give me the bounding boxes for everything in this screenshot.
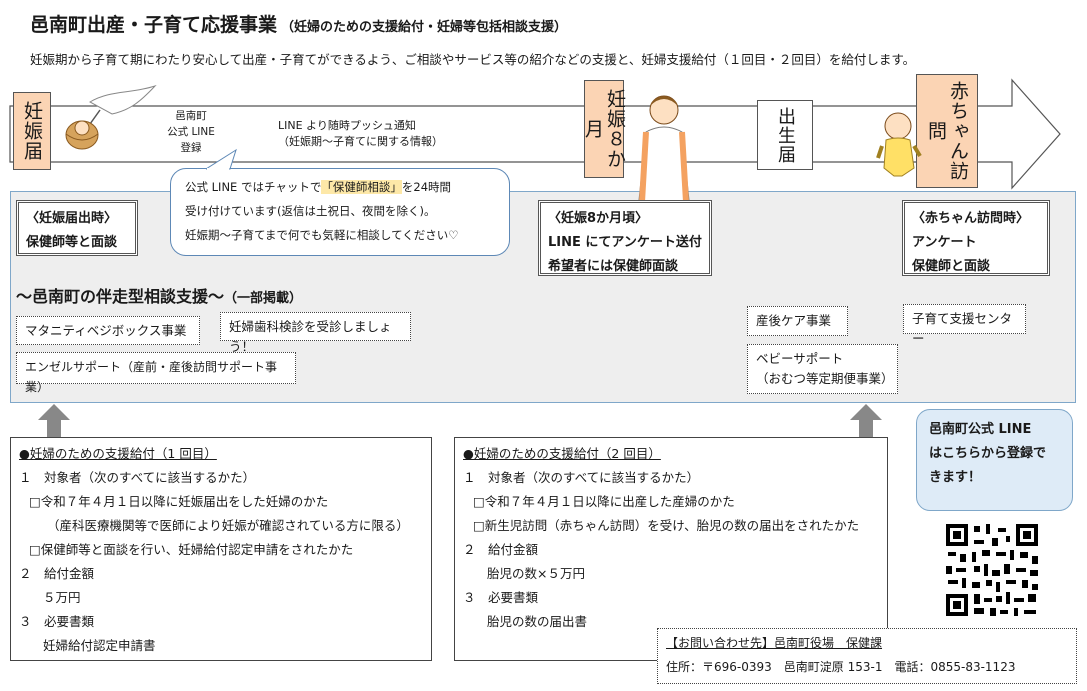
support-item-baby: ベビーサポート （おむつ等定期便事業） [747,344,898,394]
stage-birth-notice: 出生届 [757,100,813,170]
support-heading: 〜邑南町の伴走型相談支援〜（一部掲載） [16,287,303,306]
qr-code-icon[interactable] [944,522,1040,618]
benefit-panel-2: ●妊婦のための支援給付（2 回目） １ 対象者（次のすべてに該当するかた） □令… [454,437,888,661]
baby-illustration [876,112,922,177]
support-item-maternity: マタニティベジボックス事業 [16,316,200,345]
stage-8-months: 妊娠８か月 [582,80,626,178]
support-item-dental: 妊婦歯科検診を受診しましょう！ [220,312,411,354]
support-item-postnatal: 産後ケア事業 [747,306,848,336]
consult-box-8months: 〈妊娠8か月頃〉 LINE にてアンケート送付 希望者には保健師面談 [538,200,712,276]
page-title: 邑南町出産・子育て応援事業（妊婦のための支援給付・妊婦等包括相談支援） [30,10,567,37]
arrow-up-1 [38,404,70,438]
highlight-consult: 「保健師相談」 [321,180,402,194]
bubble-tail [206,148,237,170]
contact-heading: 【お問い合わせ先】邑南町役場 保健課 [666,636,883,650]
title-subtitle: （妊婦のための支援給付・妊婦等包括相談支援） [281,20,568,35]
push-notice: LINE より随時プッシュ通知 （妊娠期〜子育てに関する情報） [278,119,443,148]
stage-baby-visit: 赤ちゃん訪問 [916,74,978,188]
stork-illustration [65,84,157,150]
line-register-label: 邑南町 公式 LINE 登録 [167,110,215,154]
benefit-panel-1: ●妊婦のための支援給付（1 回目） １ 対象者（次のすべてに該当するかた） □令… [10,437,432,661]
chat-consult-bubble: 公式 LINE ではチャットで「保健師相談」を24時間 受け付けています(返信は… [170,168,510,256]
stage-pregnancy-notice: 妊娠届 [13,92,51,170]
line-register-bubble: 邑南町公式 LINE はこちらから登録で きます！ [916,409,1073,511]
support-item-angel: エンゼルサポート（産前・産後訪問サポート事業） [16,352,296,394]
arrow-up-2 [850,404,882,438]
consult-box-visit: 〈赤ちゃん訪問時〉 アンケート 保健師と面談 [902,200,1050,276]
pregnant-woman-illustration [637,95,691,220]
intro-text: 妊娠期から子育て期にわたり安心して出産・子育てができるよう、ご相談やサービス等の… [30,52,916,67]
consult-box-notice: 〈妊娠届出時〉 保健師等と面談 [16,200,138,256]
title-main: 邑南町出産・子育て応援事業 [30,14,278,36]
contact-address: 住所：〒696-0393 邑南町淀原 153-1 電話：0855-83-1123 [666,660,1016,674]
support-item-center: 子育て支援センター [903,304,1026,346]
contact-box: 【お問い合わせ先】邑南町役場 保健課 住所：〒696-0393 邑南町淀原 15… [657,628,1077,684]
